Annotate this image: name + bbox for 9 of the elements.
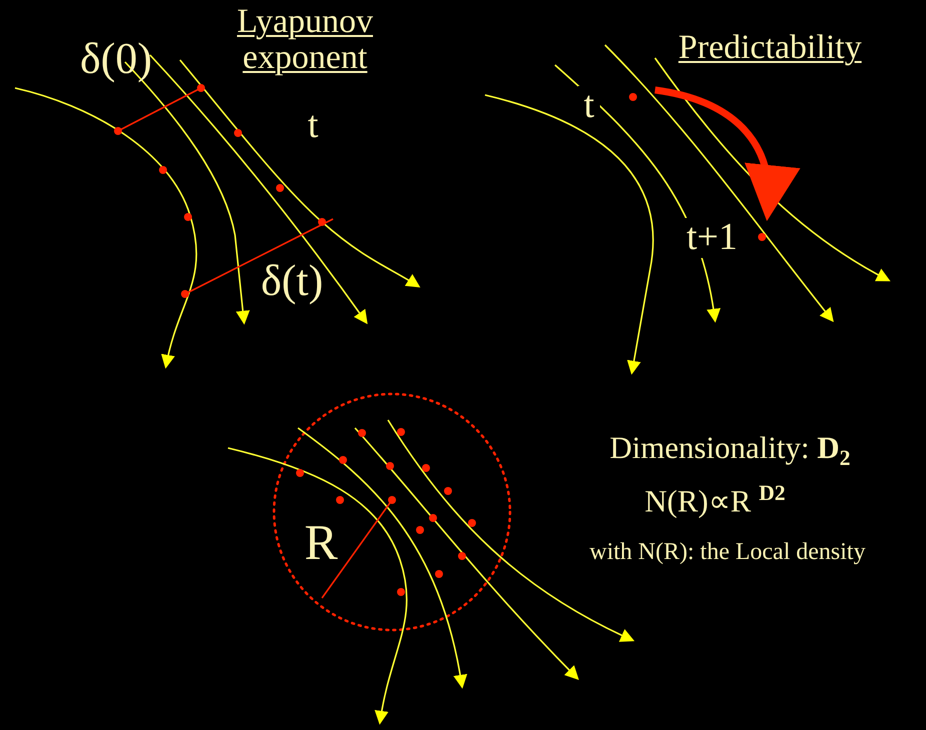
time-label: t	[306, 106, 320, 146]
delta-label: δ(t)	[260, 258, 324, 304]
title-label: Lyapunov exponent	[236, 4, 374, 76]
delta-label: δ(0)	[78, 36, 154, 82]
title-label: Predictability	[677, 30, 863, 66]
radius-label: R	[303, 516, 339, 568]
dimension-heading: Dimensionality: D$_{2}$	[608, 432, 852, 470]
formula-label: N(R)∝R $^{D2}$	[644, 482, 786, 518]
note-text: with N(R): the Local density	[588, 540, 866, 566]
